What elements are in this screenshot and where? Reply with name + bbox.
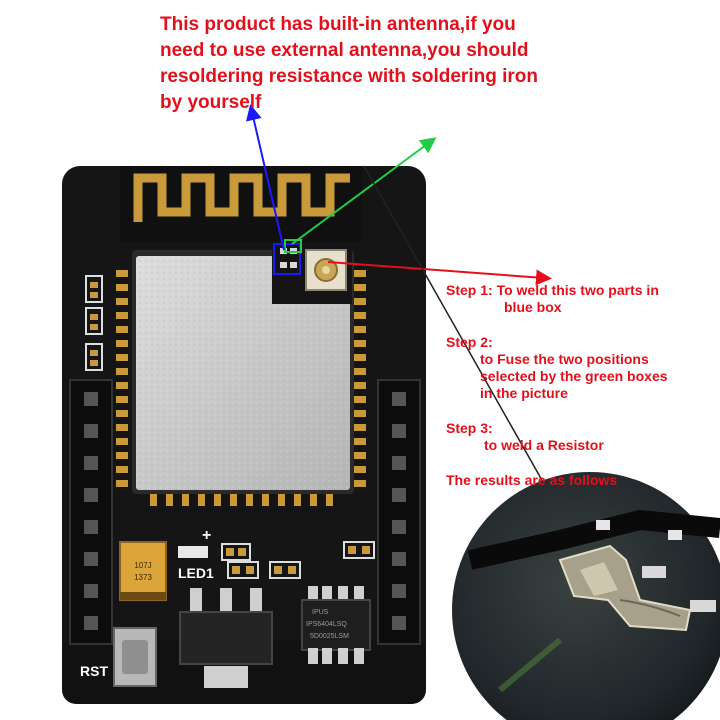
pcb-antenna-trace (133, 173, 350, 222)
antenna-jumper-area (273, 239, 347, 291)
left-pin-header (69, 379, 113, 645)
step-2-body-line-1: to Fuse the two positions (480, 351, 649, 367)
headline-line-2: need to use external antenna,you should (160, 40, 529, 61)
svg-text:1373: 1373 (134, 573, 152, 582)
step-2-body-line-3: in the picture (480, 385, 568, 401)
psram-chip (301, 586, 371, 664)
psram-marking-2: IPS6404LSQ (306, 621, 347, 628)
step-3-body: to weld a Resistor (484, 437, 604, 453)
results-label: The results are as follows (446, 472, 618, 488)
result-inset-photo (452, 472, 720, 720)
led-component: + (178, 527, 251, 561)
svg-text:107J: 107J (134, 561, 151, 570)
tantalum-capacitor: 107J 1373 (119, 541, 167, 601)
module-pads (116, 270, 366, 506)
headline-line-4: by yourself (160, 92, 262, 113)
step-3-heading: Step 3: (446, 420, 493, 436)
headline-line-3: resoldering resistance with soldering ir… (160, 66, 538, 87)
svg-text:+: + (202, 527, 211, 544)
wifi-module-shield (132, 242, 354, 494)
instruction-steps: Step 1: To weld this two parts in blue b… (446, 282, 716, 489)
psram-marking-3: 5D0025LSM (310, 633, 349, 640)
psram-marking-1: IPUS (312, 609, 329, 616)
step-1-heading: Step 1: To weld this two parts in (446, 282, 659, 298)
step-2-body-line-2: selected by the green boxes (480, 368, 668, 384)
step-1: Step 1: To weld this two parts in blue b… (446, 282, 716, 316)
voltage-regulator (179, 588, 273, 688)
step-2: Step 2: to Fuse the two positions select… (446, 334, 716, 402)
blue-arrow (246, 104, 285, 251)
step-3: Step 3: to weld a Resistor (446, 420, 716, 454)
black-pointer-line (363, 165, 561, 513)
red-arrow (327, 261, 552, 286)
right-pin-header (377, 379, 421, 645)
left-smd-components (85, 275, 103, 371)
step-1-body: blue box (504, 299, 562, 315)
headline-line-1: This product has built-in antenna,if you (160, 14, 516, 35)
rst-silkscreen: RST (80, 663, 108, 679)
green-arrow (291, 137, 437, 245)
headline-notice: This product has built-in antenna,if you… (160, 12, 680, 116)
step-2-heading: Step 2: (446, 334, 493, 350)
led1-silkscreen: LED1 (178, 565, 214, 581)
resistor-pads (227, 541, 375, 579)
reset-button-component (113, 627, 157, 687)
